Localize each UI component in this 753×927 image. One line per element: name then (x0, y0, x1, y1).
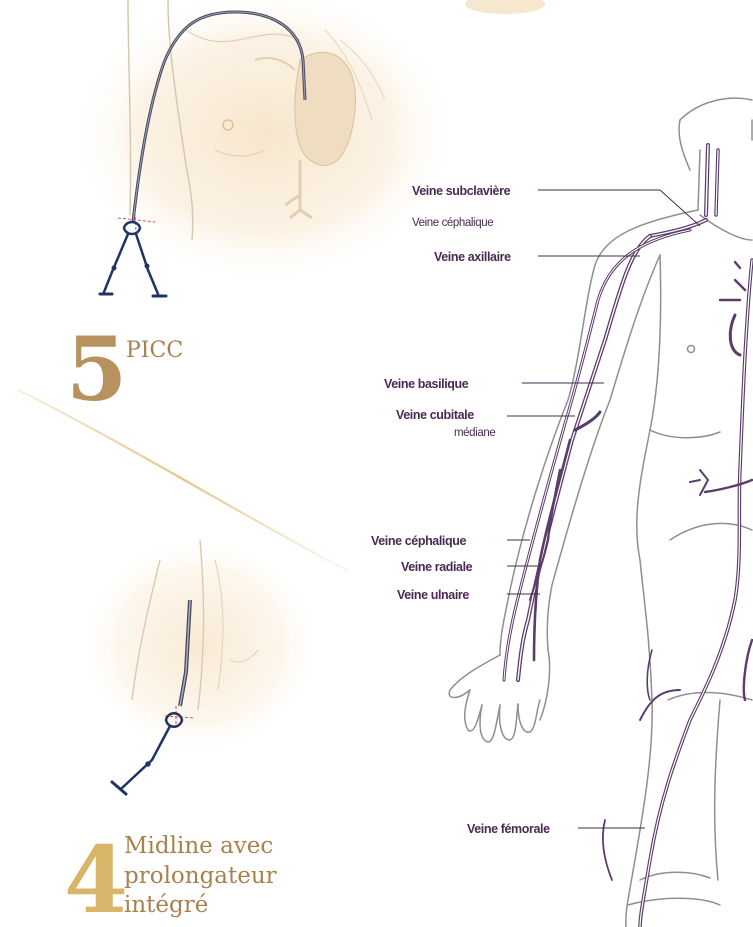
label-veine-cubitale: Veine cubitale (396, 408, 474, 422)
section-4-title-line-1: Midline avec (124, 833, 273, 859)
label-mediane: médiane (454, 427, 495, 439)
label-veine-axillaire: Veine axillaire (434, 250, 511, 264)
section-5-heading: 5 PICC (66, 317, 183, 421)
label-veine-basilique: Veine basilique (384, 377, 469, 391)
picc-illustration (70, 0, 460, 285)
label-veine-ulnaire: Veine ulnaire (397, 588, 469, 602)
section-4-heading: 4 Midline avec prolongateur intégré (64, 826, 277, 927)
section-4-title-line-2: prolongateur (124, 863, 277, 889)
label-veine-subclaviere: Veine subclavière (412, 184, 511, 198)
section-5-number: 5 (66, 317, 127, 421)
label-veine-cephalique-upper: Veine céphalique (412, 217, 493, 229)
section-5-title-line-1: PICC (126, 338, 183, 363)
section-4-title-line-3: intégré (124, 892, 208, 918)
top-highlight (465, 0, 545, 14)
midline-illustration (80, 535, 320, 755)
label-veine-radiale: Veine radiale (401, 560, 473, 574)
body-vein-diagram (449, 98, 752, 927)
label-veine-femorale: Veine fémorale (467, 822, 550, 836)
section-4-number: 4 (64, 826, 128, 927)
label-veine-cephalique-lower: Veine céphalique (371, 534, 466, 548)
